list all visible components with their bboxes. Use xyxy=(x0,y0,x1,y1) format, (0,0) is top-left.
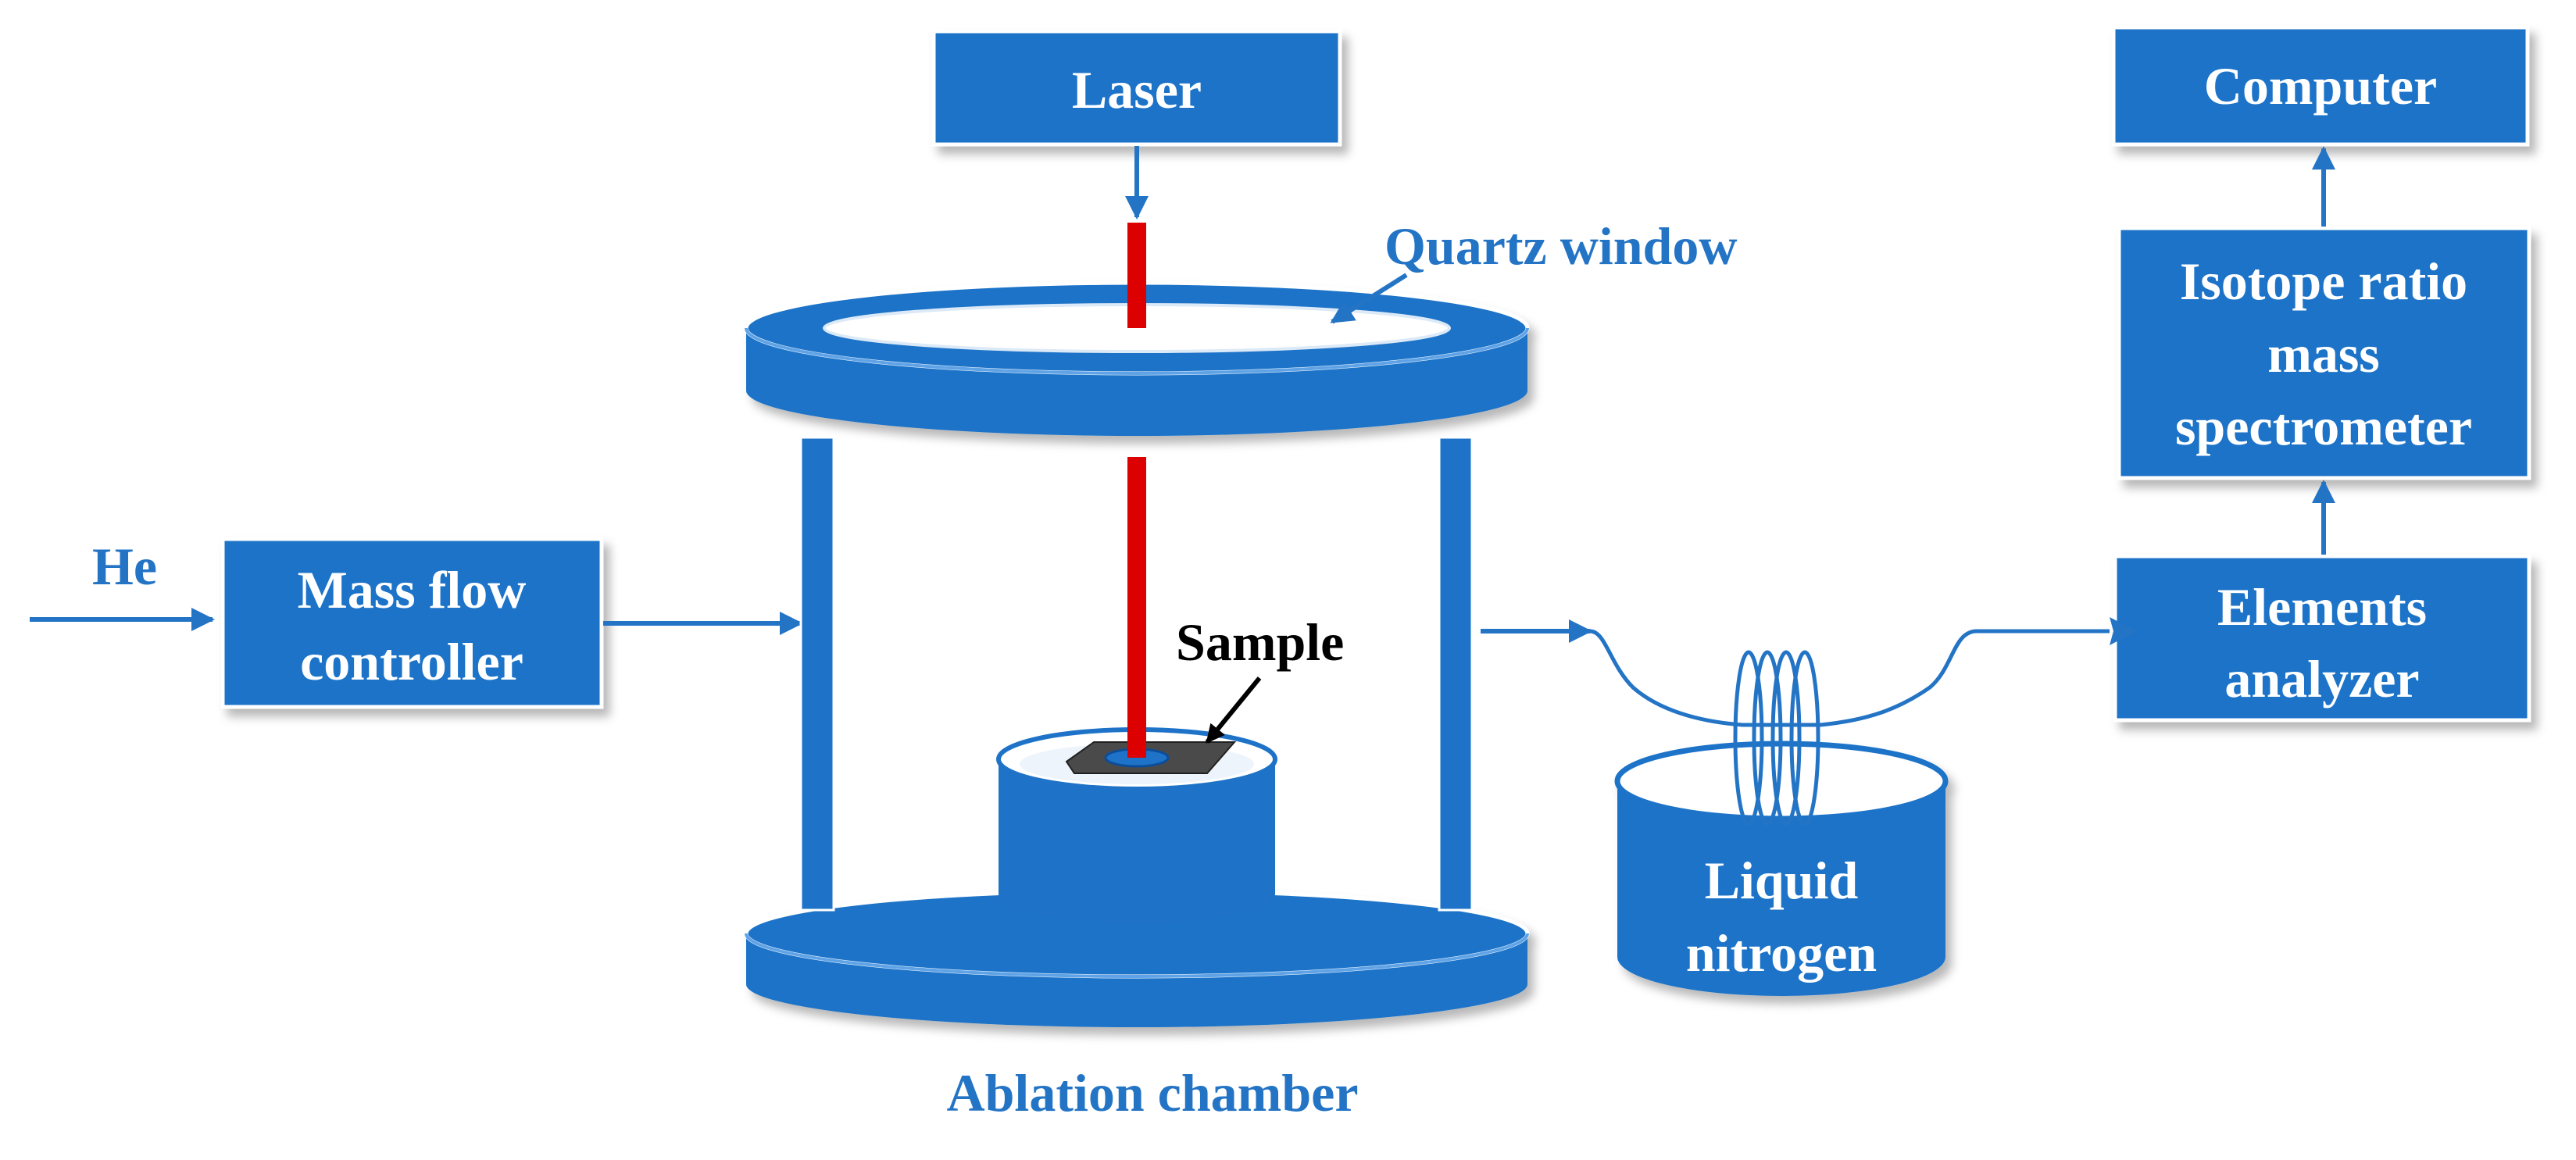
laser-box: Laser xyxy=(931,29,1342,147)
irms-label-line2: mass xyxy=(2267,324,2380,384)
chamber-bottom-plate xyxy=(744,888,1530,1027)
computer-label: Computer xyxy=(2204,56,2437,116)
mass-flow-controller-box: Mass flow controller xyxy=(220,537,604,709)
ablation-chamber-label: Ablation chamber xyxy=(947,1063,1359,1123)
cold-trap-coil xyxy=(1733,650,1820,826)
liquid-nitrogen-dewar: Liquid nitrogen xyxy=(1614,741,1949,996)
ln-label-line1: Liquid xyxy=(1705,851,1859,910)
sample-plate xyxy=(1065,741,1237,774)
irms-box: Isotope ratio mass spectrometer xyxy=(2117,226,2531,480)
laser-label: Laser xyxy=(1072,60,1202,120)
mfc-label-line1: Mass flow xyxy=(298,560,527,619)
quartz-window-pointer xyxy=(1330,273,1408,324)
quartz-window-label: Quartz window xyxy=(1384,216,1737,276)
ablation-chamber xyxy=(744,223,1530,1027)
irms-label-line3: spectrometer xyxy=(2175,397,2472,456)
laser-beam-lower xyxy=(1127,457,1146,758)
tube-to-ea-arrowhead xyxy=(2110,617,2137,645)
laser-beam-upper xyxy=(1127,223,1146,328)
sample-label: Sample xyxy=(1176,612,1344,672)
chamber-pillar-left xyxy=(799,436,835,912)
computer-box: Computer xyxy=(2111,25,2530,147)
ea-label-line1: Elements xyxy=(2217,577,2427,637)
elements-analyzer-box: Elements analyzer xyxy=(2113,554,2531,723)
cold-trap-tubing xyxy=(1589,629,2110,727)
he-label: He xyxy=(92,537,157,596)
chamber-pillar-right xyxy=(1438,436,1474,912)
mfc-label-line2: controller xyxy=(300,632,523,691)
ea-label-line2: analyzer xyxy=(2224,649,2419,708)
irms-label-line1: Isotope ratio xyxy=(2180,252,2467,311)
ln-label-line2: nitrogen xyxy=(1686,923,1877,983)
sample-pointer xyxy=(1205,676,1262,744)
